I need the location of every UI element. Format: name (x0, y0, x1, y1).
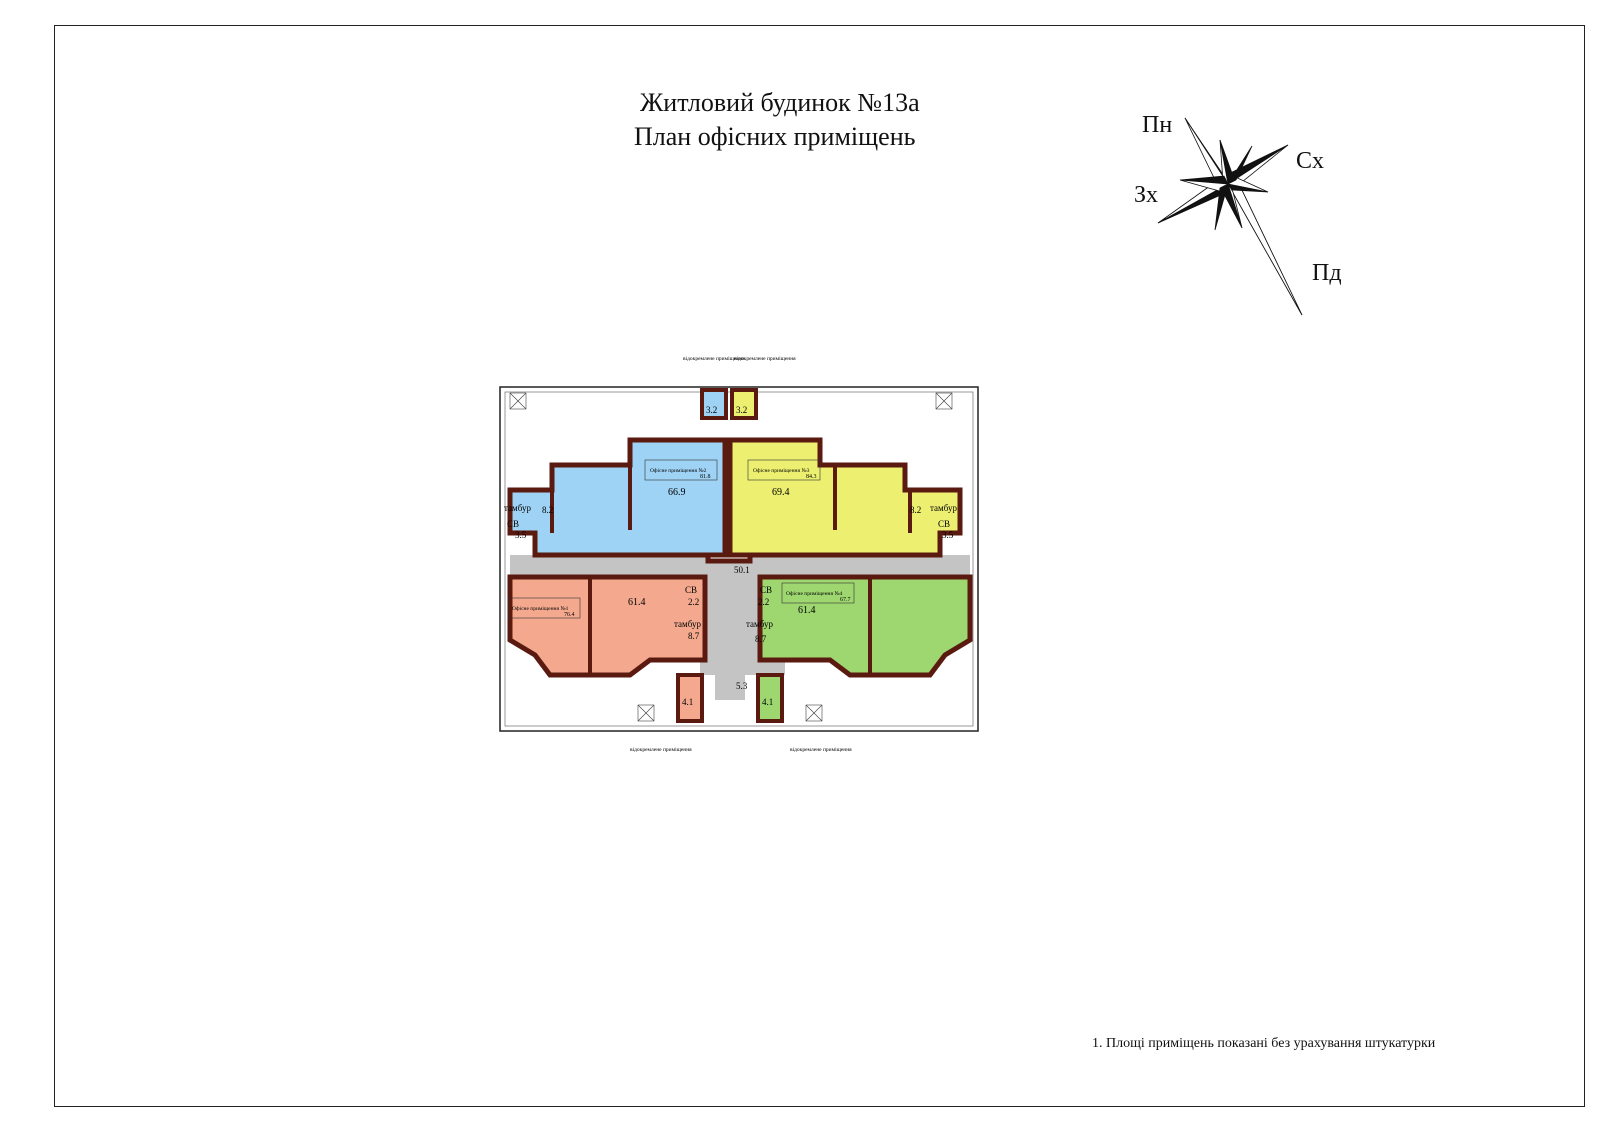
office-3-area (727, 388, 963, 558)
office-4-tambur-area: 8.7 (755, 634, 767, 644)
office-2-tambur-area: 8.2 (542, 505, 553, 515)
office-3-total: 84.3 (806, 474, 817, 480)
office-1-tambur-area: 8.7 (688, 631, 700, 641)
office-1-separate-area: 4.1 (682, 697, 693, 707)
compass-south-label: Пд (1312, 260, 1342, 286)
office-3-separate-room (730, 388, 758, 420)
terrace-outline (499, 386, 979, 732)
floor-plan: Офісне приміщення №2 81.8 66.9 8.2 тамбу… (490, 355, 990, 775)
office-3-cv-label: СВ (938, 519, 950, 529)
office-2-area (507, 388, 728, 558)
corridor-main-area: 50.1 (734, 565, 750, 575)
office-2-separate-area: 3.2 (706, 405, 717, 415)
separate-room-callout-top-left: відокремлене приміщення (683, 356, 745, 362)
title-building: Житловий будинок №13а (640, 88, 920, 117)
floor-plan-drawing: Офісне приміщення №2 81.8 66.9 8.2 тамбу… (499, 356, 979, 753)
office-2-tambur-label: тамбур (504, 503, 531, 513)
compass-east-label: Сх (1296, 148, 1325, 174)
office-1-separate-room (676, 673, 704, 723)
office-2-separate-room (700, 388, 728, 420)
office-3-cv-area: 3.5 (942, 530, 954, 540)
office-1-cv-area: 2.2 (688, 597, 699, 607)
office-4-name: Офісне приміщення №4 (786, 590, 843, 597)
office-4-separate-room (756, 673, 784, 723)
compass-north-label: Пн (1142, 112, 1173, 138)
office-2-total: 81.8 (700, 474, 711, 480)
compass-star-icon (1157, 117, 1303, 316)
compass-rose: Пн Сх Зх Пд (1134, 110, 1380, 320)
office-4-main-area: 61.4 (798, 605, 816, 616)
office-2-name: Офісне приміщення №2 (650, 467, 707, 474)
office-4-separate-area: 4.1 (762, 697, 773, 707)
office-4-cv-label: СВ (760, 585, 772, 595)
office-4-tambur-label: тамбур (746, 619, 773, 629)
office-3-tambur-area: 8.2 (910, 505, 921, 515)
office-4-area (756, 574, 973, 723)
office-3-separate-area: 3.2 (736, 405, 747, 415)
compass-west-label: Зх (1134, 182, 1159, 208)
title-plan: План офісних приміщень (634, 122, 916, 151)
office-2-cv-area: 3.5 (515, 530, 527, 540)
office-1-area (507, 574, 708, 723)
footnote: 1. Площі приміщень показані без урахуван… (1092, 1036, 1436, 1051)
drawing-frame (54, 25, 1585, 1107)
office-1-name: Офісне приміщення №1 (512, 605, 569, 612)
office-2-main-area: 66.9 (668, 487, 686, 498)
office-1-tambur-label: тамбур (674, 619, 701, 629)
office-4-cv-area: 2.2 (758, 597, 769, 607)
separate-room-callout-bottom-left: відокремлене приміщення (630, 747, 692, 753)
office-1-total: 76.4 (564, 612, 575, 618)
office-1-cv-label: СВ (685, 585, 697, 595)
office-2-cv-label: СВ (507, 519, 519, 529)
office-3-tambur-label: тамбур (930, 503, 957, 513)
office-1-main-area: 61.4 (628, 597, 646, 608)
separate-room-callout-bottom-right: відокремлене приміщення (790, 747, 852, 753)
corridor-lower-area: 5.3 (736, 681, 748, 691)
office-3-name: Офісне приміщення №3 (753, 467, 810, 474)
office-3-main-area: 69.4 (772, 487, 790, 498)
office-4-total: 67.7 (840, 597, 851, 603)
separate-room-callout-top-right: відокремлене приміщення (734, 356, 796, 362)
